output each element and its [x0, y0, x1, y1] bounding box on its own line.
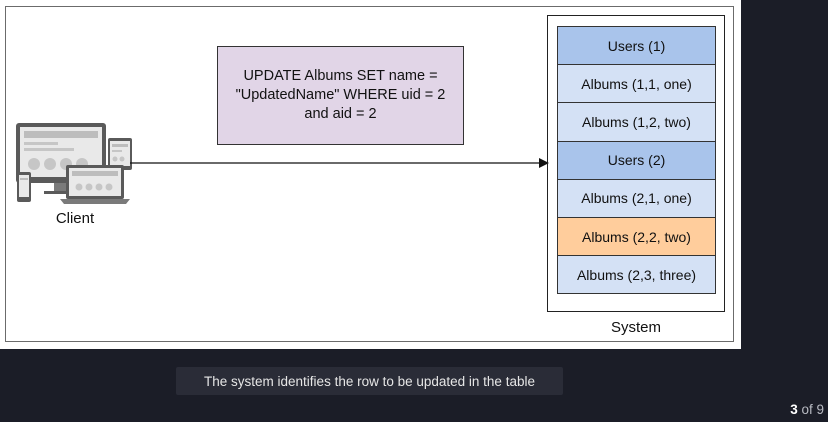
sql-query-box: UPDATE Albums SET name = "UpdatedName" W… [217, 46, 464, 145]
row-label: Albums (2,2, two) [582, 228, 691, 245]
pager-separator: of [797, 402, 817, 417]
caption-text: The system identifies the row to be upda… [204, 373, 535, 389]
slide-pager: 3 of 9 [790, 402, 824, 417]
system-label: System [610, 319, 661, 336]
pager-total: 9 [816, 402, 824, 417]
row-label: Albums (1,2, two) [582, 113, 691, 130]
diagram-frame [5, 6, 734, 342]
table-row-users-2: Users (2) [557, 140, 716, 180]
client-devices-icon [16, 123, 132, 204]
system-container: Users (1) Albums (1,1, one) Albums (1,2,… [547, 15, 725, 312]
client-label: Client [55, 210, 95, 227]
slide-caption: The system identifies the row to be upda… [176, 367, 563, 395]
table-row-albums-1-1: Albums (1,1, one) [557, 64, 716, 104]
row-label: Users (2) [607, 152, 666, 169]
pager-current: 3 [790, 402, 798, 417]
request-arrow [130, 158, 549, 168]
table-row-albums-1-2: Albums (1,2, two) [557, 102, 716, 142]
table-rows: Users (1) Albums (1,1, one) Albums (1,2,… [557, 26, 716, 295]
row-label: Albums (2,3, three) [576, 266, 697, 283]
table-row-albums-2-3: Albums (2,3, three) [557, 255, 716, 295]
sql-query-text: UPDATE Albums SET name = "UpdatedName" W… [235, 68, 446, 122]
row-label: Albums (1,1, one) [581, 75, 692, 92]
table-row-users-1: Users (1) [557, 26, 716, 66]
row-label: Users (1) [607, 37, 666, 54]
table-row-albums-2-2-highlighted: Albums (2,2, two) [557, 216, 716, 257]
row-label: Albums (2,1, one) [581, 190, 692, 207]
diagram-slide: UPDATE Albums SET name = "UpdatedName" W… [0, 0, 741, 349]
table-row-albums-2-1: Albums (2,1, one) [557, 178, 716, 218]
